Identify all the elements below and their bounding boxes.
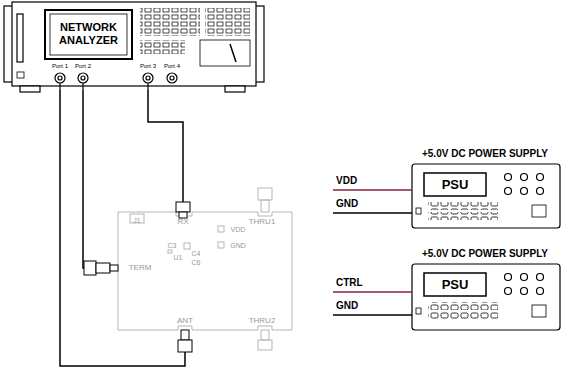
screen-text: NETWORK ANALYZER xyxy=(50,21,128,46)
pin-name: GND xyxy=(230,242,246,249)
part-name: C6 xyxy=(192,259,201,266)
display-text: PSU xyxy=(442,178,469,191)
pin-name: VDD xyxy=(231,226,246,233)
power-supply: +5.0V DC POWER SUPPLY PSU xyxy=(405,246,565,332)
signal-name: VDD xyxy=(336,176,357,186)
evaluation-board xyxy=(118,188,292,350)
power-supply: +5.0V DC POWER SUPPLY PSU xyxy=(405,146,565,230)
signal-name: GND xyxy=(336,301,358,311)
power-supply xyxy=(412,164,560,330)
part-name: U1 xyxy=(174,254,183,261)
coax-cable xyxy=(60,90,185,366)
connector-name: ANT xyxy=(177,317,193,325)
supply-heading: +5.0V DC POWER SUPPLY xyxy=(422,149,548,159)
part-name: C3 xyxy=(168,242,177,249)
part-name: C4 xyxy=(192,250,201,257)
port-label: Port 2 xyxy=(75,63,91,69)
connector-name: THRU1 xyxy=(249,218,276,226)
connector-name: TERM xyxy=(129,264,152,272)
coax-cable xyxy=(83,90,84,268)
signal-name: GND xyxy=(336,199,358,209)
signal-name: CTRL xyxy=(336,278,363,288)
display-text: PSU xyxy=(442,278,469,291)
coax-cable xyxy=(148,90,183,202)
connector-name: THRU2 xyxy=(249,317,276,325)
supply-heading: +5.0V DC POWER SUPPLY xyxy=(422,249,548,259)
evaluation-board: J1 RX THRU1C3U1 C4C6 VDD GND TERM ANT THRU2 xyxy=(84,202,292,352)
supply-wire xyxy=(333,190,412,315)
network-analyzer: NETWORK ANALYZER Port 1 Port 2 Port 3 Port 4 xyxy=(5,0,263,90)
part-name: J1 xyxy=(133,217,140,224)
port-label: Port 1 xyxy=(52,63,68,69)
network-analyzer xyxy=(4,2,264,92)
connector-name: RX xyxy=(177,218,188,226)
port-label: Port 4 xyxy=(164,63,180,69)
sma-connector xyxy=(84,202,192,352)
port-label: Port 3 xyxy=(140,63,156,69)
